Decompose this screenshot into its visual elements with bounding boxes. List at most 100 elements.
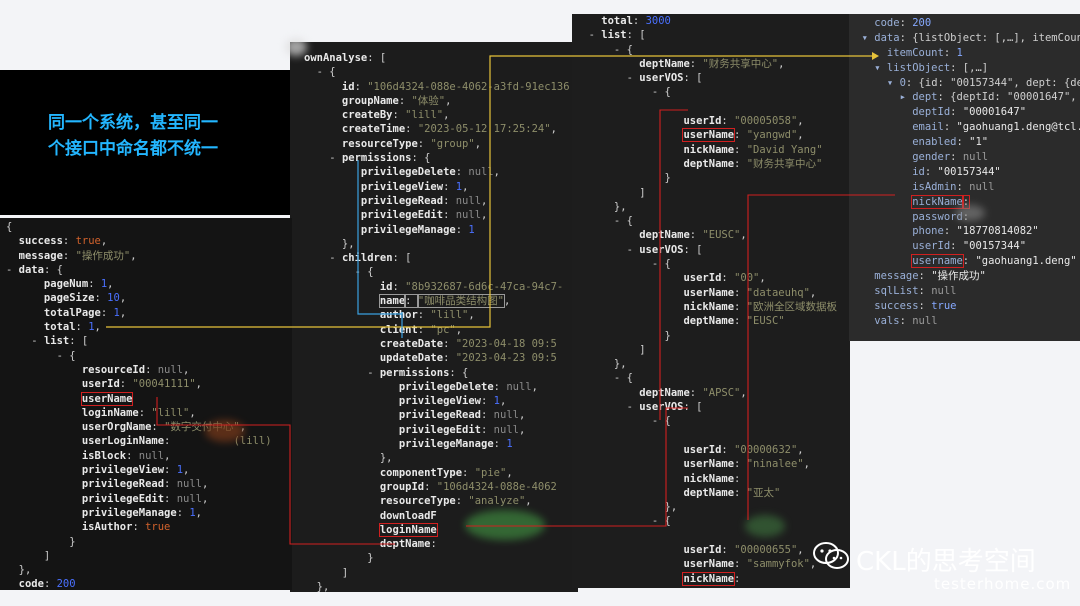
code-token: , [474,137,482,150]
redaction-blob [205,420,245,442]
caption-line-2: 个接口中命名都不统一 [48,139,218,159]
code-token: : [950,240,963,253]
resource-list-json-panel: { success: true, message: "操作成功",- data:… [0,218,292,590]
code-token: }, [576,358,627,371]
code-token: - { [6,349,76,362]
code-token: "00001647" [962,106,1027,119]
code-token: id [849,165,925,178]
code-token: 1 [100,278,108,291]
code-line: privilegeEdit: null, [304,423,578,437]
code-line: - { [304,65,578,79]
code-token [304,295,380,307]
code-token: list [43,335,70,348]
code-token: : [176,506,190,519]
code-token: - [576,29,602,42]
code-token: - { [304,266,374,279]
code-token: : [424,480,437,493]
code-token: - { [576,215,633,228]
code-token: privilegeEdit [304,423,482,436]
code-line: userName: "ninalee", [576,457,850,471]
code-token: "8b932687-6d6c-47ca-94c7- [405,280,564,293]
code-token: isAdmin [849,180,957,193]
code-token: "ninalee" [746,458,804,471]
code-token: : [,…] [950,61,989,74]
code-token [6,393,82,405]
code-line: - userVOS: [ [576,243,850,257]
code-token: 3000 [645,15,671,27]
code-token: - { [576,372,633,385]
redaction-blob [745,515,785,537]
code-token: , [797,443,804,456]
code-token: : [126,449,139,462]
code-token: : [481,423,494,436]
code-token: : [950,106,963,119]
code-token: : [734,157,747,170]
code-line: isAuthor: true [6,520,292,534]
code-token: : [430,538,437,551]
code-line: nickName: [576,472,850,486]
code-line: privilegeRead: null, [6,477,292,491]
code-token: "00" [734,272,760,285]
code-token: - { [576,515,671,528]
code-token: sqlList [849,285,919,298]
code-line: deptName: "APSC", [576,386,850,400]
code-line: deptName: "财务共享中心" [576,157,850,171]
code-line: }, [304,451,578,465]
code-token: userId [576,272,722,285]
code-line [576,429,850,443]
code-token: deptName [576,587,734,588]
code-token: , [119,306,127,319]
code-token: 1 [506,438,513,451]
code-token: , [506,466,513,479]
code-token: : {id: "00157344", dept: {deptId [905,76,1080,89]
code-token: : [398,94,412,107]
code-token: true [931,299,957,312]
code-token: id [304,280,393,293]
code-line: deptName: "EUSC", [576,228,850,242]
code-token: , [809,558,817,571]
code-token: "1" [969,136,989,149]
code-token: userId [576,115,722,128]
code-token: null [468,166,494,179]
code-token: : { [411,152,431,165]
code-line: - children: [ [304,251,578,265]
code-line: - { [576,514,850,528]
code-line: - userVOS: [ [576,400,850,414]
code-token: total [6,321,76,334]
highlighted-key: nickName [682,571,736,586]
code-line: privilegeRead: null, [304,194,578,208]
code-line: - { [576,43,850,57]
code-token: : [734,572,747,585]
code-token: : [443,337,456,350]
resource-list-lines: { success: true, message: "操作成功",- data:… [0,218,292,590]
code-token: downloadF [304,509,437,522]
code-token: - { [576,415,671,428]
code-token: "体验" [411,94,446,107]
code-token: null [493,423,519,436]
code-token: "00157344" [962,240,1027,253]
code-token: : [62,249,76,262]
code-line: message: "操作成功", [6,249,292,263]
highlighted-key: nickName [911,194,964,209]
code-line: total: 3000 [576,14,850,28]
code-line: nickName: "欧洲全区域数据板 [576,300,850,314]
code-token: null [912,314,938,327]
code-token: , [94,321,101,334]
code-line: privilegeRead: null, [304,408,578,422]
code-token: : { [449,366,469,379]
code-token: createBy [304,109,393,122]
code-token: ownAnalyse [304,52,368,64]
code-token: : [75,321,89,334]
code-token: "sammyfok" [746,558,810,571]
code-line: total: 1, [6,320,292,334]
code-token: ] [576,186,646,199]
code-line: userName: "sammyfok", [576,557,850,571]
code-token: 1 [493,395,500,408]
code-token: : [443,352,456,365]
code-token: : [119,378,133,391]
code-line: resourceType: "group", [304,137,578,151]
code-token: userId [849,240,951,253]
code-token: email [849,121,944,134]
code-token: privilegeEdit [304,209,444,222]
code-token: }, [6,564,32,577]
